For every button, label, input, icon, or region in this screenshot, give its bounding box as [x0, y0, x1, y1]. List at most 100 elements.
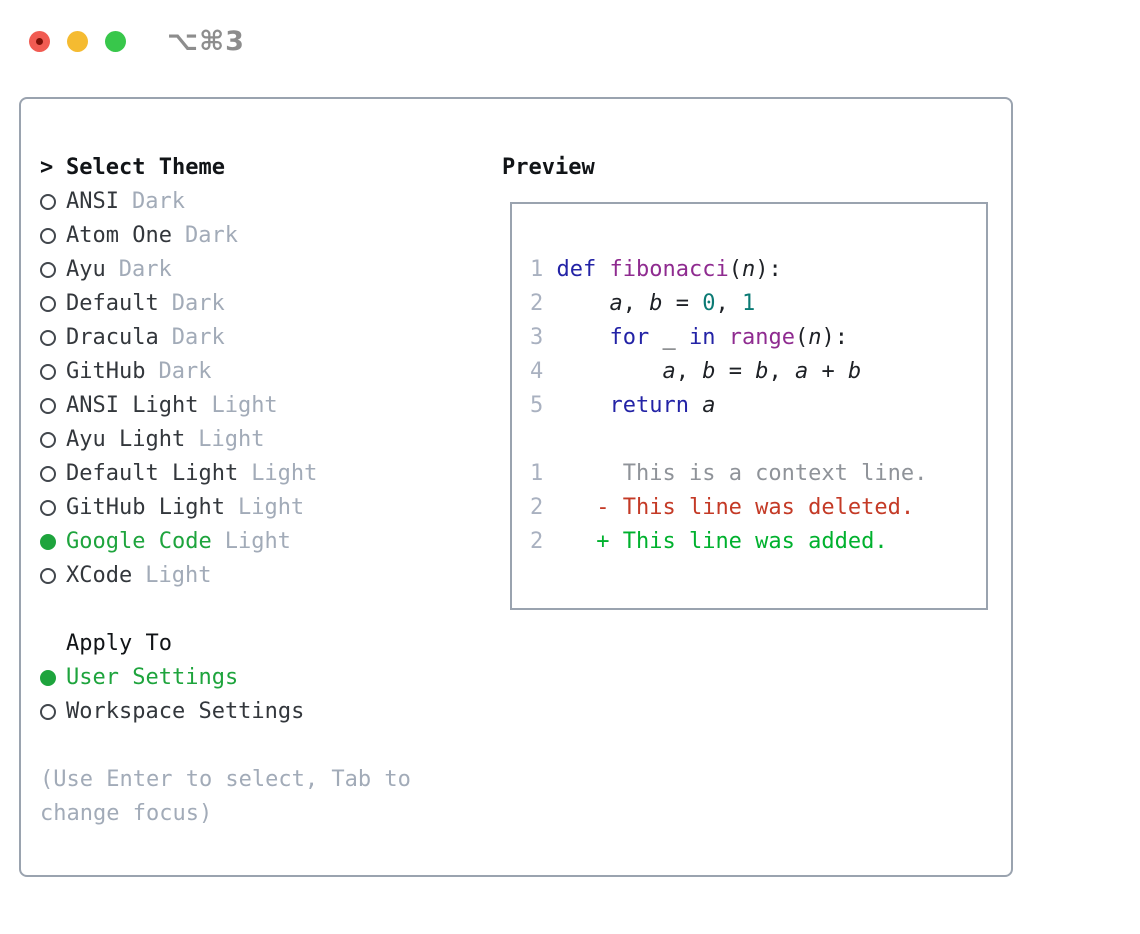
radio-indent	[40, 194, 66, 210]
zoom-button[interactable]	[105, 31, 126, 52]
code-line: 1 def fibonacci(n):	[530, 253, 986, 287]
option-label: GitHub	[66, 359, 146, 384]
code-segment-pl: =	[662, 291, 703, 316]
code-segment-num: 1	[741, 291, 756, 316]
radio-icon	[40, 568, 56, 584]
window-title: ⌥⌘3	[167, 26, 245, 57]
code-segment-ctx: This is a context line.	[622, 461, 928, 486]
radio-indent	[40, 670, 66, 686]
option-variant-label: Light	[145, 563, 212, 588]
select-theme-title: Select Theme	[66, 155, 225, 180]
radio-indent	[40, 228, 66, 244]
radio-icon	[40, 296, 56, 312]
spacer	[40, 729, 470, 763]
theme-option[interactable]: Atom One Dark	[40, 219, 470, 253]
radio-icon	[40, 228, 56, 244]
radio-selected-icon	[40, 534, 56, 550]
minimize-button[interactable]	[67, 31, 88, 52]
option-variant-label: Light	[237, 495, 305, 520]
radio-indent	[40, 330, 66, 346]
code-segment-pl	[596, 257, 609, 282]
code-segment-var: a	[702, 393, 716, 418]
option-label: Workspace Settings	[66, 699, 305, 724]
code-segment-var: b	[847, 359, 862, 384]
preview-panel: 1 def fibonacci(n): 2 a, b = 0, 1 3 for _ …	[510, 202, 988, 610]
code-line: 2 - This line was deleted.	[530, 491, 986, 525]
code-segment-pl: (	[794, 325, 809, 350]
code-segment-ln: 5	[530, 393, 557, 418]
radio-indent	[40, 364, 66, 380]
apply-option[interactable]: Workspace Settings	[40, 695, 470, 729]
code-segment-add: + This line was added.	[596, 529, 888, 554]
code-segment-var: b	[755, 359, 769, 384]
theme-option[interactable]: GitHub Light Light	[40, 491, 470, 525]
code-segment-var: a	[609, 291, 623, 316]
apply-to-title: Apply To	[66, 631, 172, 656]
theme-option[interactable]: ANSI Dark	[40, 185, 470, 219]
code-segment-kw: def	[556, 257, 597, 282]
titlebar: ⌥⌘3	[29, 26, 245, 57]
option-label: Ayu	[66, 257, 106, 282]
theme-option[interactable]: ANSI Light Light	[40, 389, 470, 423]
option-label: Ayu Light	[66, 427, 186, 452]
radio-icon	[40, 398, 56, 414]
option-label: ANSI	[66, 189, 119, 214]
theme-option[interactable]: Ayu Light Light	[40, 423, 470, 457]
code-segment-pl: ,	[715, 291, 742, 316]
code-line: 3 for _ in range(n):	[530, 321, 986, 355]
select-theme-header: > Select Theme	[40, 151, 470, 185]
close-dot-icon	[36, 38, 43, 45]
selection-prompt-icon: >	[40, 155, 54, 180]
code-segment-pl: +	[808, 359, 848, 384]
code-segment-kw: return	[609, 393, 689, 418]
option-label: Atom One	[66, 223, 172, 248]
apply-option[interactable]: User Settings	[40, 661, 470, 695]
option-variant-label: Dark	[131, 189, 185, 214]
option-variant-label: Dark	[171, 291, 225, 316]
code-block: 1 def fibonacci(n): 2 a, b = 0, 1 3 for _ …	[530, 253, 986, 559]
code-segment-ln: 2	[530, 495, 544, 520]
code-line: 5 return a	[530, 389, 986, 423]
theme-option[interactable]: Ayu Dark	[40, 253, 470, 287]
hint-text: (Use Enter to select, Tab to change focu…	[40, 767, 411, 826]
option-label: XCode	[66, 563, 133, 588]
code-segment-pl	[557, 291, 610, 316]
code-segment-ln: 2	[530, 529, 544, 554]
code-segment-pl: =	[715, 359, 756, 384]
radio-indent	[40, 534, 66, 550]
radio-icon	[40, 432, 56, 448]
code-segment-ln: 4	[530, 359, 557, 384]
option-label: Dracula	[66, 325, 159, 350]
radio-indent	[40, 568, 66, 584]
option-variant-label: Light	[211, 393, 278, 418]
code-segment-fn: fibonacci	[609, 257, 729, 282]
preview-column: Preview 1 def fibonacci(n):2 a, b = 0, 1…	[502, 151, 988, 610]
radio-indent	[40, 398, 66, 414]
option-label: ANSI Light	[66, 393, 199, 418]
option-label: GitHub Light	[66, 495, 225, 520]
theme-option[interactable]: XCode Light	[40, 559, 470, 593]
option-variant-label: Dark	[184, 223, 238, 248]
code-segment-ln: 1	[530, 461, 544, 486]
code-segment-num: 0	[702, 291, 716, 316]
code-segment-pl	[543, 529, 596, 554]
option-variant-label: Dark	[118, 257, 172, 282]
code-line: 4 a, b = b, a + b	[530, 355, 986, 389]
close-button[interactable]	[29, 31, 50, 52]
option-label: User Settings	[66, 665, 239, 690]
code-segment-pl: ,	[675, 359, 703, 384]
radio-icon	[40, 364, 56, 380]
radio-selected-icon	[40, 670, 56, 686]
option-label: Google Code	[66, 529, 212, 554]
option-variant-label: Light	[198, 427, 265, 452]
